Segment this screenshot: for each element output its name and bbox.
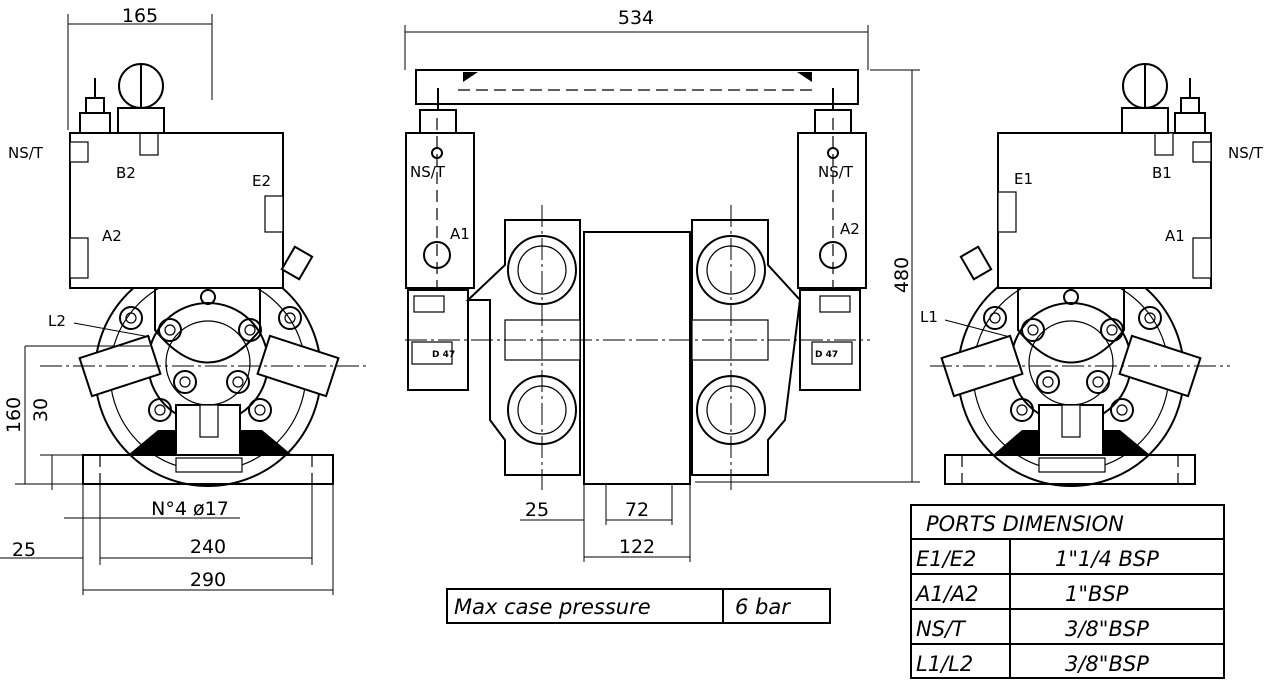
dim-240: 240	[190, 536, 226, 558]
label-plate-2: D 47	[815, 350, 838, 360]
ports-table-port: A1/A2	[914, 582, 979, 606]
dim-30: 30	[30, 398, 52, 422]
label-mid-ns-t-2: NS/T	[818, 163, 854, 181]
label-left-e2: E2	[252, 172, 271, 190]
dim-25-mid: 25	[525, 499, 549, 521]
label-mid-a2: A2	[840, 220, 860, 238]
label-mid-ns-t-1: NS/T	[410, 163, 446, 181]
label-right-b1: B1	[1152, 164, 1172, 182]
ports-table-port: NS/T	[916, 617, 967, 641]
label-left-l2: L2	[48, 312, 66, 330]
label-right-a1: A1	[1165, 227, 1185, 245]
left-side-view	[40, 63, 370, 487]
ports-table: PORTS DIMENSION E1/E2 1"1/4 BSP A1/A2 1"…	[910, 504, 1225, 679]
label-plate-1: D 47	[432, 350, 455, 360]
ports-table-size: 3/8"BSP	[1065, 652, 1149, 676]
ports-table-size: 1"BSP	[1065, 582, 1129, 606]
pressure-note: Max case pressure 6 bar	[446, 588, 831, 624]
label-mid-a1: A1	[450, 225, 470, 243]
dim-534: 534	[618, 7, 654, 29]
dim-160: 160	[3, 397, 25, 433]
ports-table-port: E1/E2	[916, 547, 976, 571]
ports-table-title: PORTS DIMENSION	[926, 512, 1124, 536]
label-right-e1: E1	[1014, 170, 1033, 188]
left-dimensions	[0, 14, 334, 595]
front-view	[404, 25, 920, 562]
dim-122: 122	[619, 536, 655, 558]
label-left-b2: B2	[116, 164, 136, 182]
label-right-ns-t: NS/T	[1228, 144, 1264, 162]
right-side-view	[930, 63, 1230, 487]
dim-165: 165	[122, 5, 158, 27]
ports-table-size: 3/8"BSP	[1065, 617, 1149, 641]
ports-table-size: 1"1/4 BSP	[1055, 547, 1159, 571]
pressure-note-label: Max case pressure	[454, 595, 651, 619]
label-left-ns-t: NS/T	[8, 144, 44, 162]
dim-holes: N°4 ø17	[151, 498, 229, 520]
dim-72: 72	[625, 499, 649, 521]
ports-table-port: L1/L2	[916, 652, 973, 676]
dim-25-left: 25	[12, 539, 36, 561]
dim-480: 480	[891, 257, 913, 293]
pressure-note-value: 6 bar	[735, 595, 791, 619]
dim-290: 290	[190, 569, 226, 591]
label-left-a2: A2	[102, 227, 122, 245]
label-right-l1: L1	[920, 308, 938, 326]
